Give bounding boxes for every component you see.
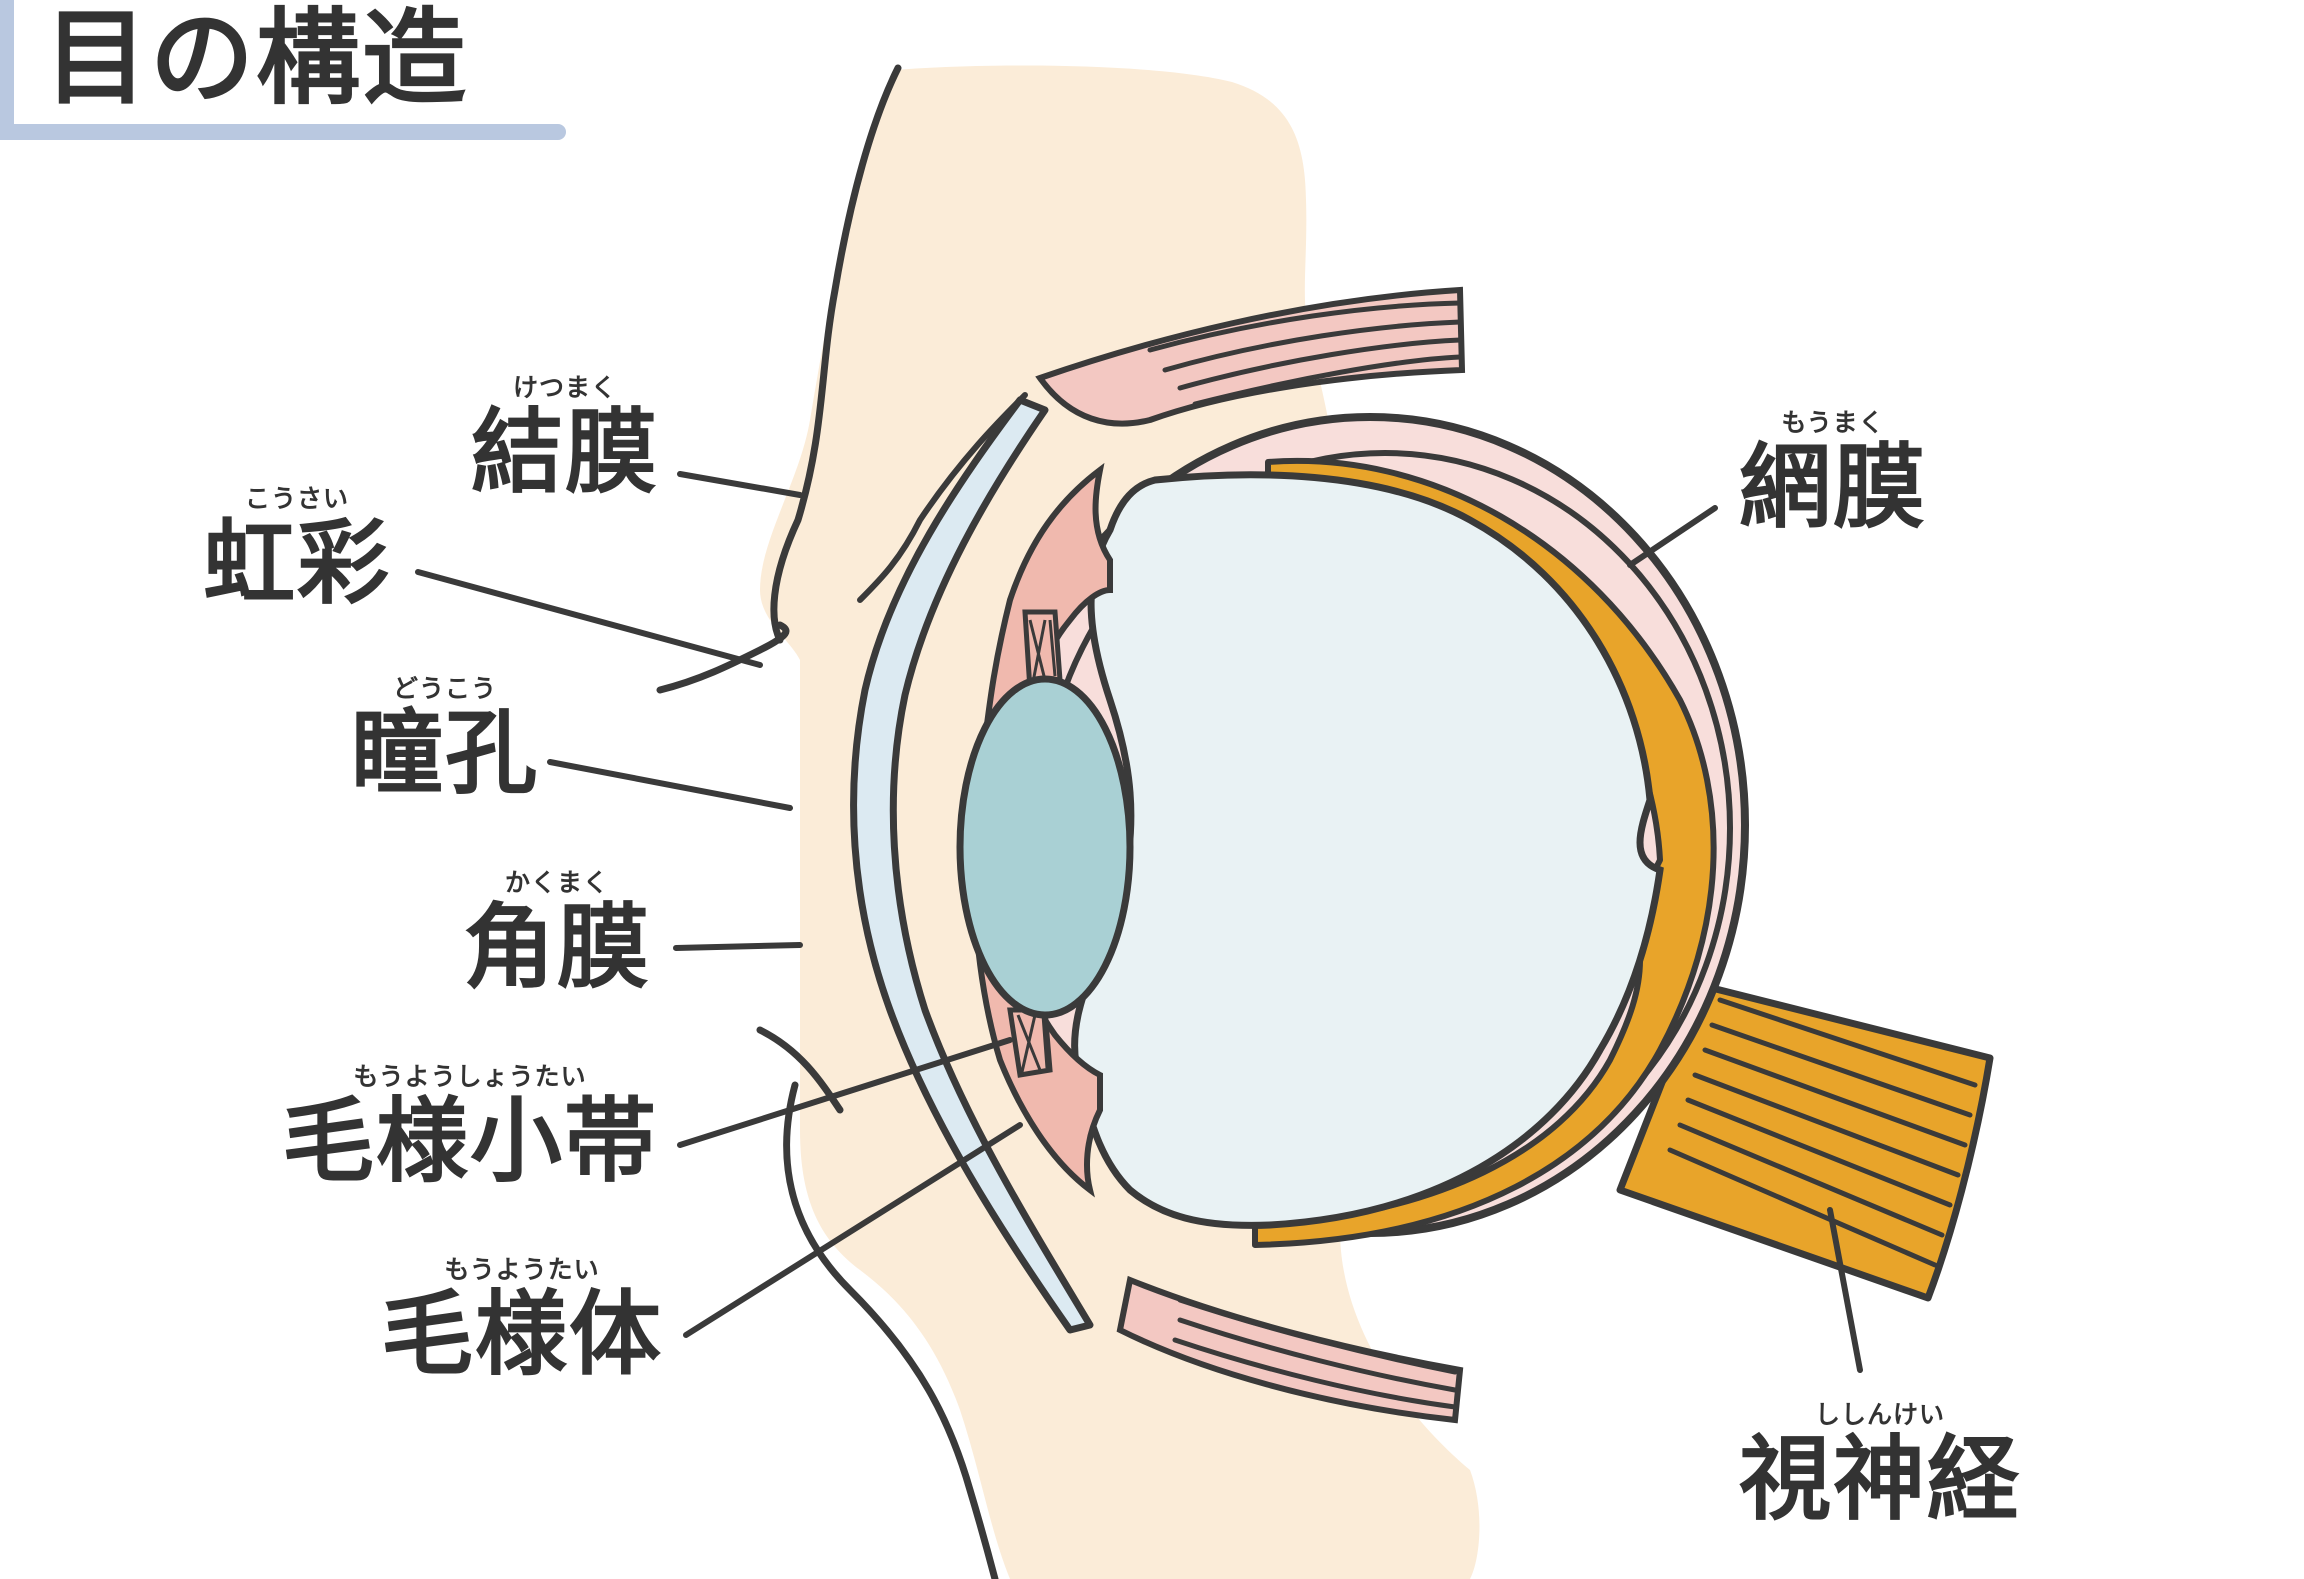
leader-moumaku: [1627, 505, 1718, 568]
vitreous-body: [1071, 471, 1664, 1229]
lens: [956, 675, 1134, 1019]
cornea: [850, 396, 1094, 1334]
label-ruby: かくまく: [504, 868, 609, 897]
leader-doukou: [547, 759, 793, 811]
leader-kakumaku: [673, 942, 803, 951]
label-ruby: けつまく: [512, 373, 617, 402]
leader-kousai: [415, 569, 763, 668]
lower-muscle-striations: [1172, 1297, 1458, 1410]
leader-ketsumaku: [677, 471, 803, 498]
label-ruby: こうさい: [244, 484, 349, 513]
face-outline-upper: [770, 64, 902, 644]
label-kousai: こうさい 虹彩: [192, 484, 402, 614]
label-moumaku: もうまく 網膜: [1728, 408, 1938, 538]
label-name: 瞳孔: [350, 700, 539, 807]
upper-eye-muscle: [1035, 286, 1466, 427]
zonule-lower-fibers: [1016, 1014, 1049, 1073]
upper-eyelid-line: [656, 621, 790, 694]
label-mouyoushoutai: もうようしょうたい 毛様小帯: [270, 1062, 670, 1192]
lower-eyelid-line: [756, 1026, 844, 1114]
label-name: 角膜: [462, 894, 651, 1001]
label-name: 毛様小帯: [281, 1088, 658, 1195]
label-shishinkei: ししんけい 視神経: [1730, 1400, 2030, 1530]
conjunctiva: [857, 392, 1028, 603]
label-name: 毛様体: [380, 1281, 663, 1388]
leader-mouyoutai: [683, 1122, 1023, 1338]
label-name: 視神経: [1738, 1426, 2021, 1533]
leader-shishinkei: [1827, 1207, 1863, 1373]
optic-nerve: [1616, 981, 1994, 1302]
upper-muscle-striations: [1147, 300, 1463, 407]
label-mouyoutai: もうようたい 毛様体: [372, 1255, 672, 1385]
zonule-upper-fibers: [1028, 619, 1057, 683]
label-name: 網膜: [1738, 434, 1927, 541]
page-title: 目の構造: [44, 0, 469, 119]
title-block: 目の構造: [0, 0, 572, 145]
label-ruby: もうまく: [1781, 408, 1885, 437]
label-ruby: どうこう: [392, 674, 497, 703]
leader-mouyoushoutai: [677, 1037, 1013, 1148]
label-doukou: どうこう 瞳孔: [340, 674, 550, 804]
label-name: 結膜: [470, 399, 659, 506]
optic-nerve-fibers: [1667, 997, 1978, 1268]
label-ruby: ししんけい: [1814, 1400, 1945, 1429]
face-outline-lower: [783, 1081, 999, 1579]
label-ruby: もうようしょうたい: [353, 1062, 587, 1091]
label-name: 虹彩: [202, 510, 391, 617]
title-underline: [0, 124, 566, 140]
label-ruby: もうようたい: [444, 1255, 600, 1284]
title-accent-bar: [0, 0, 14, 132]
leader-lines: [415, 471, 1863, 1373]
label-ketsumaku: けつまく 結膜: [460, 373, 670, 503]
label-kakumaku: かくまく 角膜: [452, 868, 662, 998]
